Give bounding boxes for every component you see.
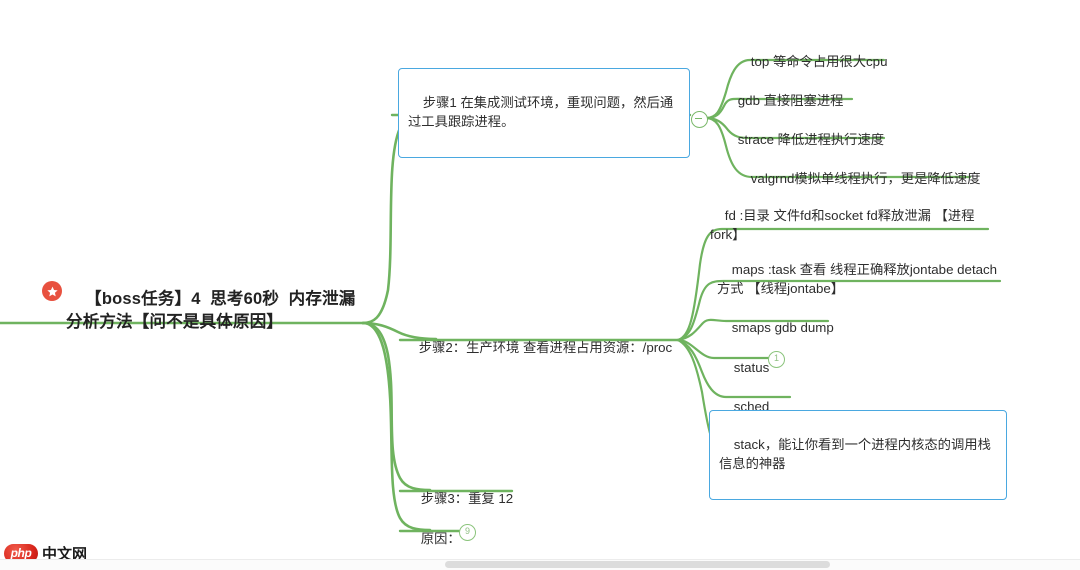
node-step2-child-smaps-label: smaps gdb dump	[731, 320, 834, 336]
watermark: php 中文网	[4, 543, 87, 564]
node-step2-child-smaps[interactable]: smaps gdb dump	[717, 301, 977, 356]
root-node[interactable]: 【boss任务】4 思考60秒 内存泄漏分析方法【问不是具体原因】	[30, 265, 360, 356]
node-step2-child-stack-label: stack，能让你看到一个进程内核态的调用栈信息的神器	[719, 437, 991, 471]
badge-reason-count: 9	[459, 524, 476, 541]
node-step1-child-top[interactable]: top 等命令占用很大cpu	[736, 35, 1036, 90]
node-step3[interactable]: 步骤3：重复 12	[406, 472, 626, 527]
horizontal-scrollbar-thumb[interactable]	[445, 561, 830, 568]
node-step1-child-strace-label: strace 降低进程执行速度	[737, 132, 885, 148]
node-step2-child-maps-label: maps :task 查看 线程正确释放jontabe detach方式 【线程…	[717, 262, 998, 296]
node-step1-child-gdb-label: gdb 直接阻塞进程	[737, 93, 844, 109]
node-reason-label: 原因：	[420, 531, 461, 547]
node-step2-child-status[interactable]: status	[719, 341, 919, 396]
node-reason[interactable]: 原因：	[406, 512, 606, 567]
collapse-toggle-step1[interactable]	[691, 111, 708, 128]
badge-status-count: 1	[768, 351, 785, 368]
node-step1-child-valgrnd-label: valgrnd模拟单线程执行，更是降低速度	[750, 171, 981, 187]
node-step1-child-valgrnd[interactable]: valgrnd模拟单线程执行，更是降低速度	[736, 152, 1046, 207]
node-step1[interactable]: 步骤1 在集成测试环境，重现问题，然后通过工具跟踪进程。	[398, 68, 690, 159]
node-step2-label: 步骤2：生产环境 查看进程占用资源：/proc	[418, 340, 673, 356]
node-step3-label: 步骤3：重复 12	[420, 491, 514, 507]
node-step2-child-fd[interactable]: fd :目录 文件fd和socket fd释放泄漏 【进程fork】	[710, 189, 978, 262]
node-step2-child-status-label: status	[733, 360, 770, 376]
node-step1-child-strace[interactable]: strace 降低进程执行速度	[723, 113, 1023, 168]
node-step2[interactable]: 步骤2：生产环境 查看进程占用资源：/proc	[404, 321, 694, 376]
star-icon	[42, 281, 62, 301]
root-node-label: 【boss任务】4 思考60秒 内存泄漏分析方法【问不是具体原因】	[66, 289, 356, 331]
node-step1-child-gdb[interactable]: gdb 直接阻塞进程	[723, 74, 1023, 129]
watermark-label: 中文网	[42, 546, 88, 563]
node-step2-child-maps[interactable]: maps :task 查看 线程正确释放jontabe detach方式 【线程…	[717, 243, 1005, 316]
node-step2-child-fd-label: fd :目录 文件fd和socket fd释放泄漏 【进程fork】	[710, 208, 975, 242]
node-step1-child-top-label: top 等命令占用很大cpu	[750, 54, 888, 70]
php-logo-icon: php	[4, 544, 38, 563]
node-step2-child-stack[interactable]: stack，能让你看到一个进程内核态的调用栈信息的神器	[709, 410, 1007, 501]
node-step1-label: 步骤1 在集成测试环境，重现问题，然后通过工具跟踪进程。	[408, 95, 674, 129]
